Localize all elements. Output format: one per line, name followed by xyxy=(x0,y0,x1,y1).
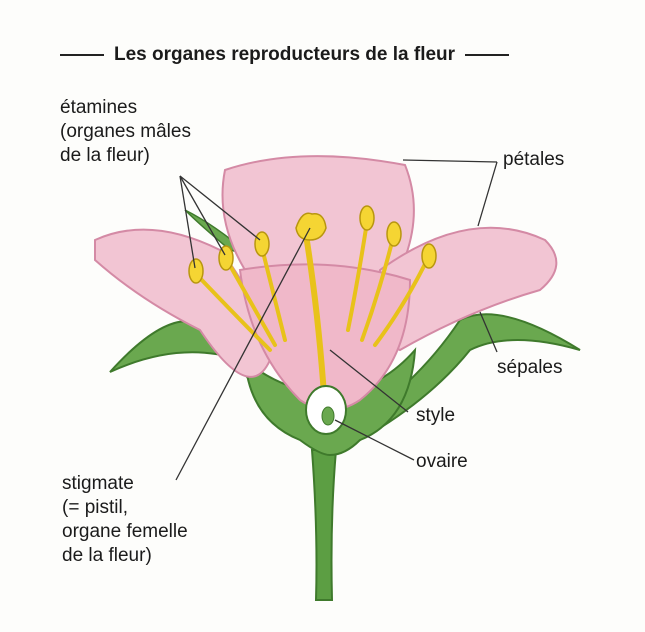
label-petales: pétales xyxy=(503,149,565,170)
label-stigmate: stigmate (= pistil, organe femelle de la… xyxy=(62,473,188,566)
anther xyxy=(218,245,234,271)
label-ovaire: ovaire xyxy=(416,451,468,472)
ovule xyxy=(321,406,335,426)
leader-ovaire xyxy=(334,419,415,461)
leader-etamines xyxy=(179,175,261,241)
diagram-title: Les organes reproducteurs de la fleur xyxy=(114,44,456,65)
filament xyxy=(346,220,369,332)
stem xyxy=(310,449,338,601)
style-stalk xyxy=(303,232,327,398)
petal-front xyxy=(238,263,412,411)
sepal-right xyxy=(359,313,581,442)
anther xyxy=(421,243,437,269)
stigma-head xyxy=(295,212,327,241)
leader-sepales xyxy=(479,311,498,353)
leader-stigmate xyxy=(175,227,311,481)
anther xyxy=(188,258,204,284)
filament xyxy=(360,236,395,342)
leader-petales xyxy=(402,159,498,163)
leader-etamines xyxy=(179,175,226,256)
anther xyxy=(386,221,402,247)
filament xyxy=(226,260,277,347)
title-row: Les organes reproducteurs de la fleur xyxy=(60,44,600,66)
label-style: style xyxy=(416,405,456,426)
title-rule-right xyxy=(465,54,510,56)
leader-petales xyxy=(477,161,498,227)
label-sepales: sépales xyxy=(497,357,563,378)
filament xyxy=(195,273,272,352)
anther xyxy=(254,231,270,257)
anther xyxy=(359,205,375,231)
leader-style xyxy=(329,349,409,413)
filament xyxy=(373,256,430,347)
filament xyxy=(260,246,287,342)
title-rule-left xyxy=(60,54,104,56)
leader-etamines xyxy=(179,175,196,269)
label-etamines: étamines (organes mâles de la fleur) xyxy=(60,97,191,166)
